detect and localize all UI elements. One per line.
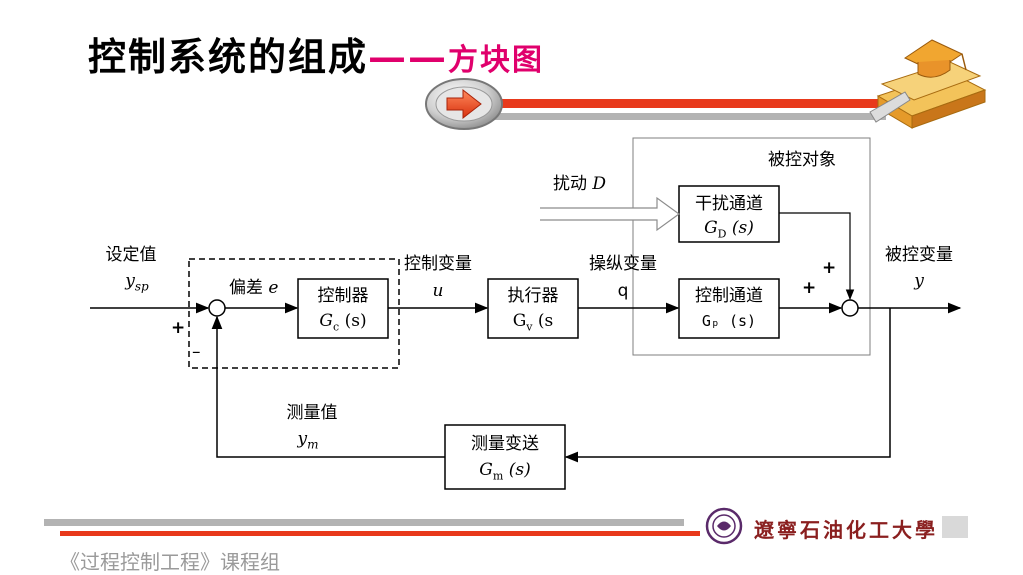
manipulated-variable-symbol: q (617, 281, 629, 301)
actuator-tf-base: G (512, 311, 527, 331)
measurement-name: 测量变送 (471, 434, 539, 454)
feedback-line-to-measurement (564, 308, 891, 463)
control-variable-symbol-text: u (432, 281, 444, 301)
actuator-name: 执行器 (507, 286, 559, 306)
plant-group-box (632, 137, 871, 356)
actuator-block (487, 278, 579, 339)
setpoint-symbol: ysp (125, 271, 148, 296)
disturbance-tf-sub: D (717, 227, 727, 241)
manipulated-variable-label: 操纵变量 (589, 254, 657, 274)
disturbance-channel-block (678, 185, 780, 243)
controller-transfer-function: Gc (s) (319, 311, 366, 337)
setpoint-symbol-sub: sp (134, 279, 149, 294)
controlled-variable-symbol: y (914, 271, 924, 291)
setpoint-plus-sign: + (171, 318, 186, 338)
controller-name: 控制器 (317, 286, 369, 306)
measured-value-label: 测量值 (286, 403, 338, 423)
disturbance-symbol: D (592, 174, 607, 194)
controlled-variable-label: 被控变量 (885, 245, 953, 265)
header-gray-bar (486, 113, 886, 120)
plant-group-label: 被控对象 (768, 150, 836, 170)
actuator-transfer-function: Gv (s (513, 311, 554, 337)
output-summing-junction (841, 299, 859, 317)
disturbance-text: 扰动 (553, 174, 587, 194)
disturbance-channel-output-line (779, 212, 855, 301)
control-channel-plus-sign: + (802, 278, 817, 298)
error-symbol: e (268, 278, 279, 298)
control-variable-symbol: u (433, 281, 444, 301)
error-summing-junction (208, 299, 226, 317)
measurement-tf-base: G (479, 460, 493, 480)
measured-signal-line (211, 315, 445, 458)
actuator-tf-arg: (s (537, 311, 554, 331)
controlled-variable-symbol-text: y (914, 271, 924, 291)
disturbance-label: 扰动 D (553, 174, 606, 194)
measurement-tf-sub: m (492, 469, 504, 483)
university-seal-icon (705, 507, 743, 545)
footer-gray-bar (44, 519, 684, 526)
disturbance-input-arrow (540, 196, 681, 232)
actuator-tf-sub: v (526, 320, 533, 334)
footer-red-bar (60, 531, 700, 536)
footer-university-name: 遼寧石油化工大學 (754, 518, 938, 542)
books-graduation-cap-icon (869, 39, 987, 129)
controller-tf-arg: (s) (344, 311, 367, 331)
controller-group-box (188, 258, 400, 369)
control-channel-block (678, 278, 780, 339)
title-separator: —— (368, 34, 449, 79)
control-channel-transfer-function: Gₚ (s) (701, 312, 757, 330)
disturbance-channel-name: 干扰通道 (695, 194, 763, 214)
control-variable-label: 控制变量 (404, 254, 472, 274)
footer-gray-block (942, 516, 968, 538)
measured-symbol-base: y (297, 429, 308, 449)
setpoint-symbol-base: y (125, 271, 135, 291)
controller-tf-base: G (319, 311, 334, 331)
measured-value-symbol: ym (298, 429, 319, 454)
feedback-minus-sign: – (192, 342, 201, 362)
disturbance-plus-sign: + (822, 258, 837, 278)
header-red-bar (480, 99, 880, 108)
title-subtitle: 方块图 (448, 43, 545, 78)
disturbance-tf-arg: (s) (731, 218, 754, 238)
disturbance-tf-base: G (704, 218, 718, 238)
title-main-text: 控制系统的组成 (88, 34, 369, 79)
error-label: 偏差 e (229, 278, 278, 298)
controller-tf-sub: c (333, 320, 340, 334)
page-title: 控制系统的组成——方块图 (88, 26, 544, 81)
error-text: 偏差 (229, 278, 263, 298)
control-channel-name: 控制通道 (695, 286, 763, 306)
measurement-tf-arg: (s) (508, 460, 531, 480)
measured-symbol-sub: m (307, 437, 319, 452)
measurement-transfer-function: Gm (s) (479, 460, 530, 486)
footer-course-name: 《过程控制工程》课程组 (60, 550, 280, 574)
disturbance-channel-transfer-function: GD (s) (704, 218, 754, 244)
setpoint-label: 设定值 (105, 245, 157, 265)
arrow-button-icon (425, 78, 503, 130)
